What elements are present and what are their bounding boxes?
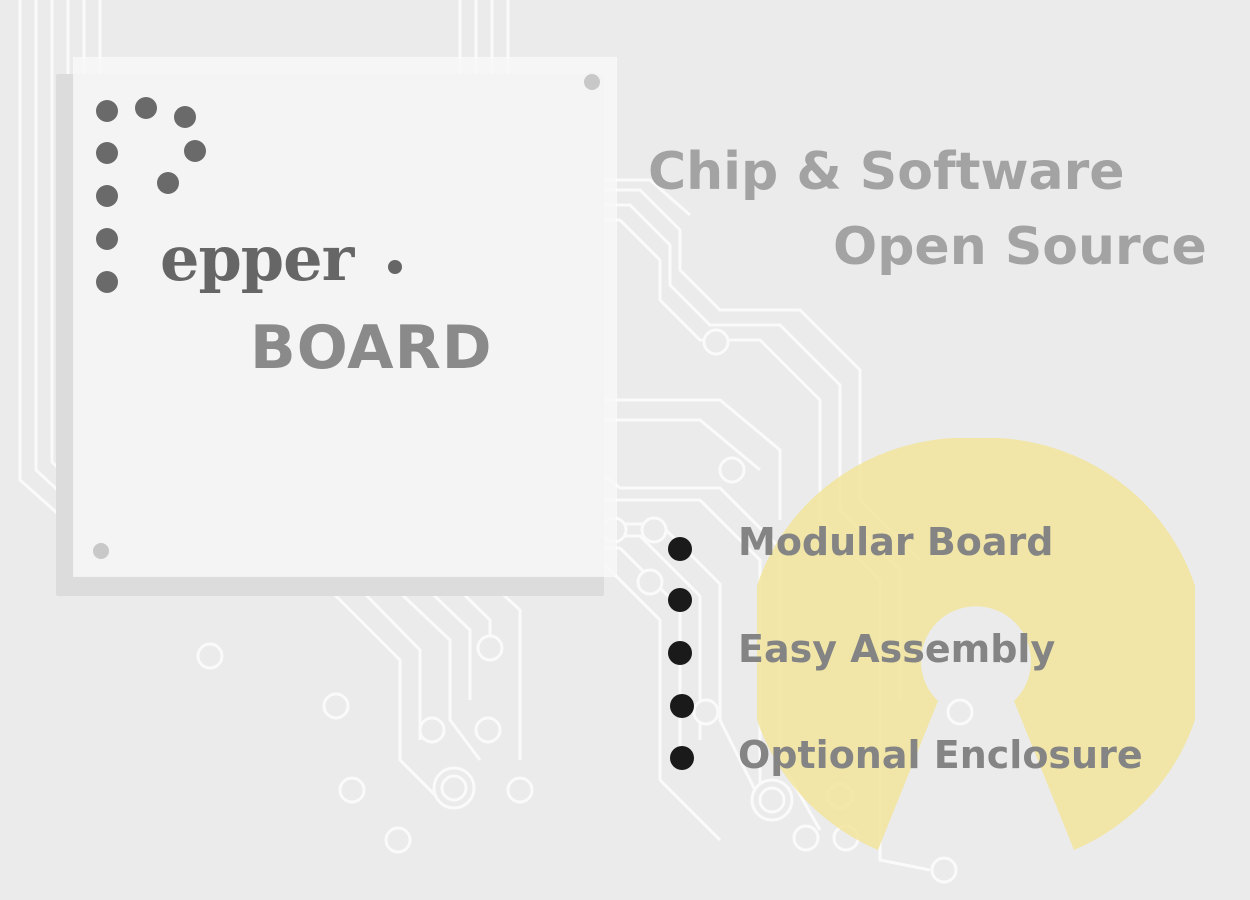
logo-dot [135, 97, 157, 119]
logo-dot [96, 185, 118, 207]
bullet-icon [668, 641, 692, 665]
bullet-icon [668, 588, 692, 612]
feature-item: Easy Assembly [738, 627, 1056, 671]
logo-dot [174, 106, 196, 128]
tagline-line-2: Open Source [833, 217, 1207, 277]
chip-panel [74, 58, 616, 576]
feature-item: Optional Enclosure [738, 733, 1143, 777]
feature-item: Modular Board [738, 520, 1054, 564]
brand-subtitle: BOARD [250, 313, 493, 383]
bullet-icon [670, 694, 694, 718]
bullet-icon [670, 746, 694, 770]
logo-dot [96, 271, 118, 293]
tagline-line-1: Chip & Software [648, 142, 1125, 202]
logo-dot [96, 100, 118, 122]
logo-dot [96, 228, 118, 250]
logo-dot [157, 172, 179, 194]
screw-top-right [582, 72, 602, 92]
open-source-keyhole-icon [757, 438, 1195, 850]
brand-wordmark: epper [160, 222, 354, 295]
logo-dot [184, 140, 206, 162]
logo-dot [96, 142, 118, 164]
bullet-icon [668, 537, 692, 561]
screw-bottom-left [91, 541, 111, 561]
wordmark-period-dot [388, 260, 402, 274]
